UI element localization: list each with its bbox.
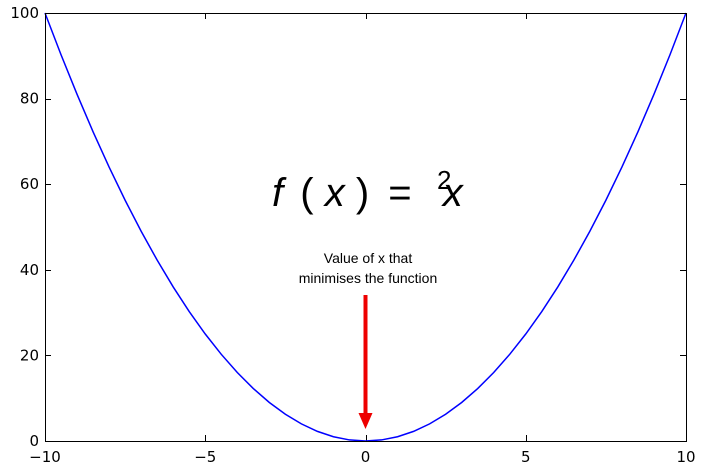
formula-close-paren: ) (356, 171, 369, 215)
annotation-line-2: minimises the function (299, 270, 438, 286)
x-tick-label: −5 (194, 448, 216, 466)
annotation-arrow (358, 295, 373, 429)
y-tick-label: 80 (20, 90, 39, 108)
plot-frame (45, 13, 687, 442)
y-tick-label: 0 (29, 432, 39, 450)
formula-x: x (323, 171, 347, 215)
formula-equals: = (388, 171, 411, 215)
x-tick-label: 10 (676, 448, 695, 466)
x-tick-label: 5 (521, 448, 531, 466)
annotation-arrow-head (358, 413, 373, 429)
formula: f ( x ) = x (272, 171, 465, 215)
formula-open-paren: ( (300, 171, 314, 215)
y-tick-label: 60 (20, 175, 39, 193)
formula-base: x (441, 171, 465, 215)
formula-f: f (272, 171, 287, 215)
y-tick-label: 100 (10, 4, 39, 22)
y-tick-label: 40 (20, 261, 39, 279)
x-tick-label: −10 (29, 448, 61, 466)
y-tick-label: 20 (20, 346, 39, 364)
formula-exponent: 2 (437, 165, 451, 195)
annotation-line-1: Value of x that (324, 250, 413, 266)
x-tick-label: 0 (361, 448, 371, 466)
